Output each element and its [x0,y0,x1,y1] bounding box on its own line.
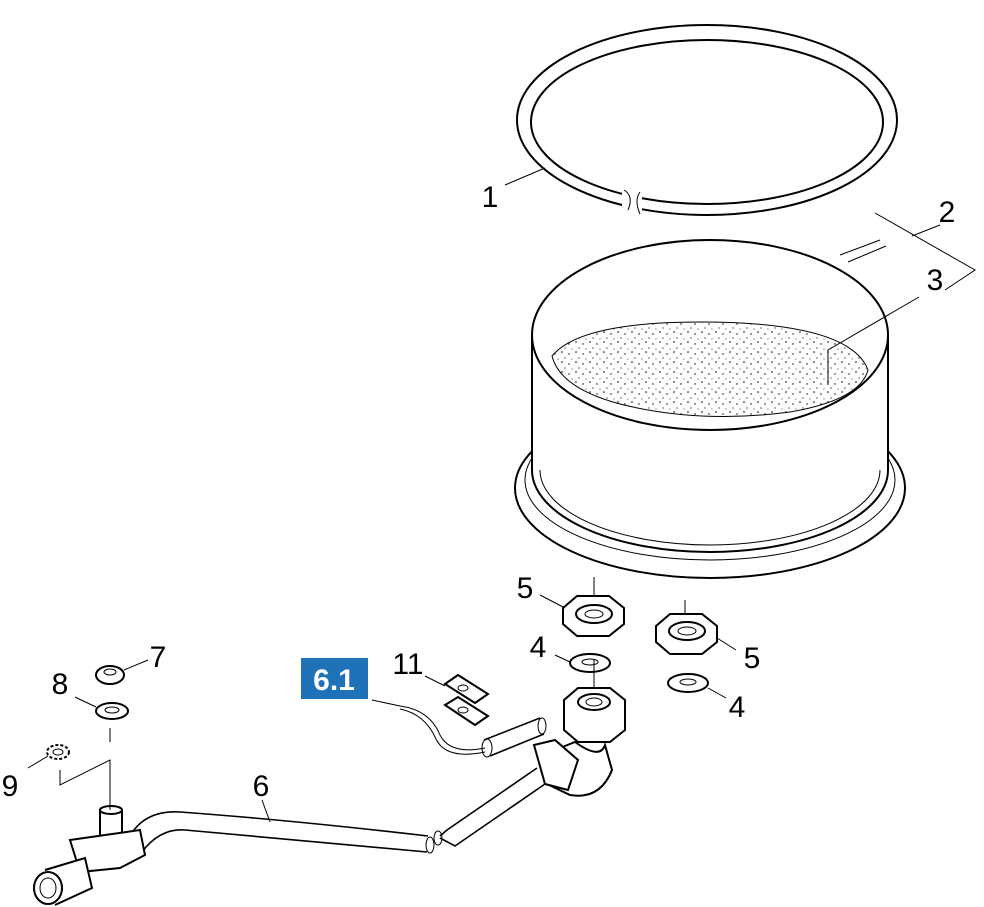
flat-washer [95,702,129,720]
washer-left [569,653,611,673]
callout-labels: 1 2 3 4 4 5 5 6 7 8 9 11 [2,181,956,803]
union-fitting [532,687,626,797]
callout-6: 6 [253,770,270,803]
callout-2: 2 [939,196,956,229]
callout-7: 7 [150,641,167,674]
reference-badge-text: 6.1 [313,664,355,697]
hex-nut-right [655,613,718,655]
filter-housing [514,239,906,579]
sealing-ring [516,24,898,222]
hex-nut-left [562,595,625,637]
callout-5-right: 5 [744,642,761,675]
t-connector [33,805,147,906]
callout-4-right: 4 [729,691,746,724]
callout-9: 9 [2,770,19,803]
callout-8: 8 [52,668,69,701]
callout-5-left: 5 [517,572,534,605]
callout-11: 11 [392,648,423,681]
washer-right [667,673,709,693]
callout-4-left: 4 [530,631,547,664]
filter-insert [551,321,869,417]
pipe-line [129,767,546,854]
reference-badge[interactable]: 6.1 [301,658,368,699]
callout-3: 3 [927,264,944,297]
cap-nut [95,665,125,685]
reference-badge-box [301,658,368,699]
hose-with-clip [371,673,547,758]
leader-lines [27,167,976,823]
callout-1: 1 [482,181,499,214]
lock-washer [46,744,70,760]
